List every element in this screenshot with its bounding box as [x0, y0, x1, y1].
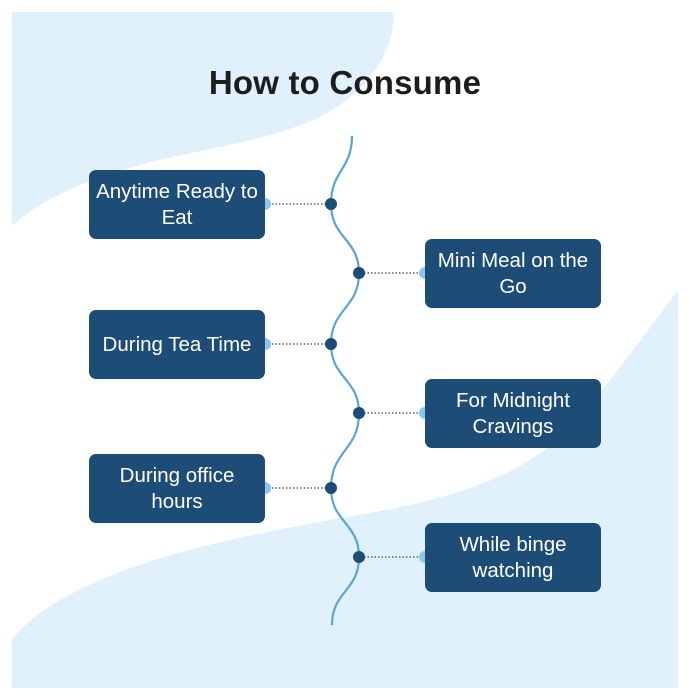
spine-node-5: [325, 482, 337, 494]
spine-node-2: [353, 267, 365, 279]
spine-node-4: [353, 407, 365, 419]
step-label-6: While binge watching: [459, 532, 567, 582]
page-title: How to Consume: [208, 64, 482, 101]
step-box-3: During Tea Time: [89, 310, 265, 379]
timeline-spine: [329, 135, 361, 626]
step-label-2: Mini Meal on the Go: [437, 248, 589, 298]
spine-node-1: [325, 198, 337, 210]
step-box-4: For Midnight Cravings: [425, 379, 601, 448]
step-label-4: For Midnight Cravings: [456, 388, 570, 438]
step-box-5: During office hours: [89, 454, 265, 523]
spine-node-3: [325, 338, 337, 350]
step-box-6: While binge watching: [425, 523, 601, 592]
timeline-connectors: [259, 198, 431, 563]
step-box-2: Mini Meal on the Go: [425, 239, 601, 308]
step-box-1: Anytime Ready to Eat: [89, 170, 265, 239]
step-label-1: Anytime Ready to Eat: [96, 179, 258, 229]
spine-node-6: [353, 551, 365, 563]
step-label-3: During Tea Time: [102, 332, 252, 356]
step-label-5: During office hours: [119, 463, 235, 513]
